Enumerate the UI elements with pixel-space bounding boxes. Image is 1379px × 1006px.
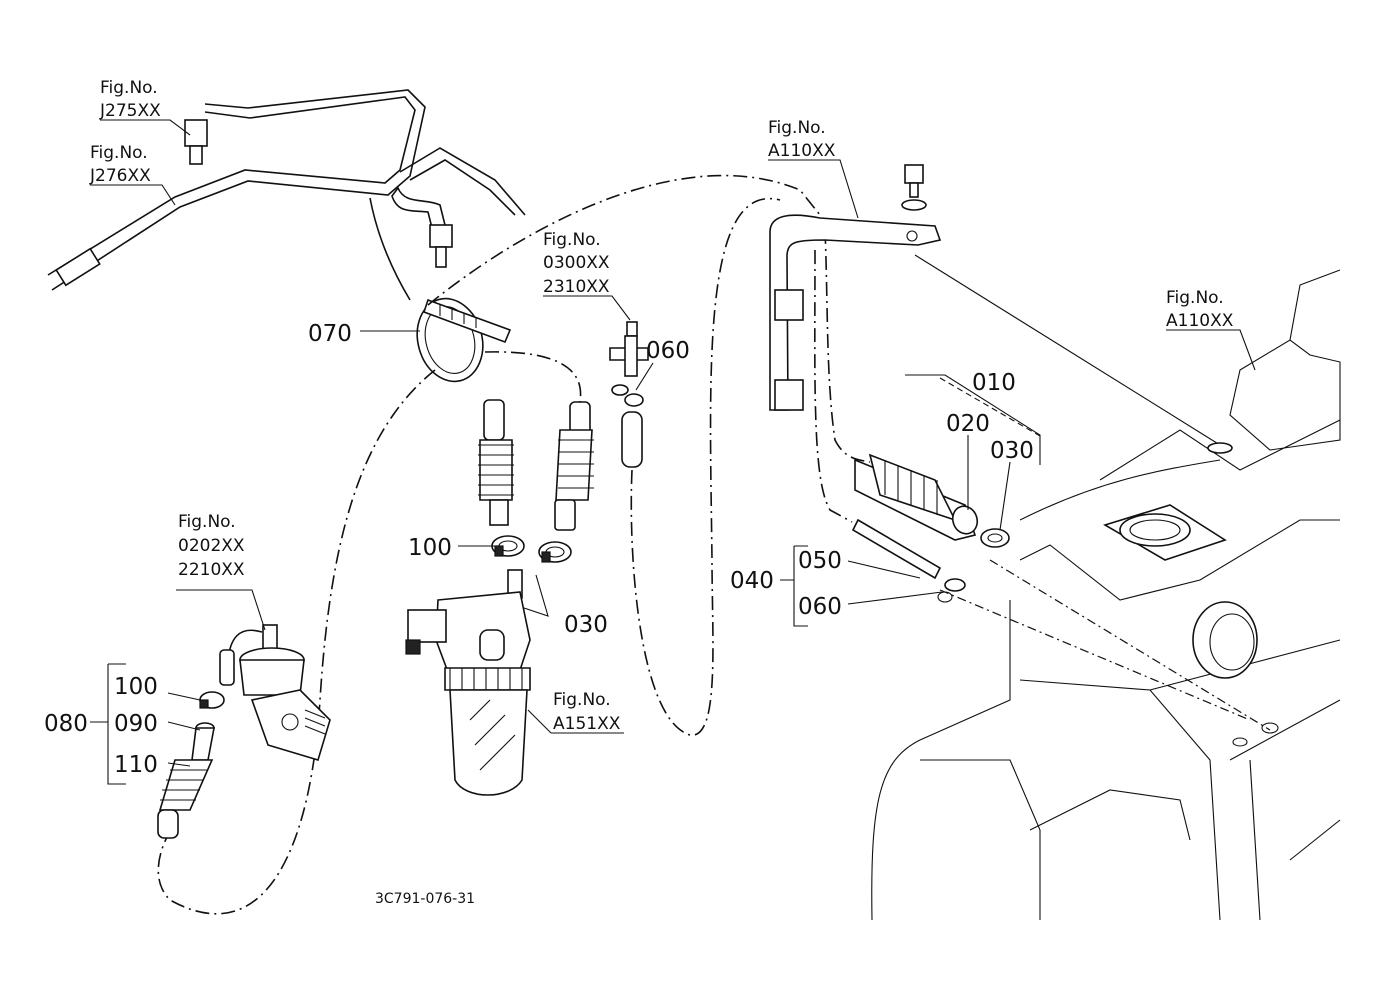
callouts: 010 020 030 030 040 050 060 060 070 080 … xyxy=(44,321,1034,778)
engine-fuel-pipes xyxy=(47,89,526,301)
callout-100-pump: 100 xyxy=(114,674,158,700)
fuel-tank xyxy=(871,269,1341,921)
tee-joint xyxy=(609,321,649,468)
callout-070: 070 xyxy=(308,321,352,347)
callout-050: 050 xyxy=(798,548,842,574)
callout-010: 010 xyxy=(972,370,1016,396)
ref-0202-fig: Fig.No. xyxy=(178,512,236,532)
ref-a151-code: A151XX xyxy=(553,714,621,734)
callout-030-right: 030 xyxy=(990,438,1034,464)
ref-j276-fig: Fig.No. xyxy=(90,143,148,163)
callout-100-filter: 100 xyxy=(408,535,452,561)
ref-0300-code2: 2310XX xyxy=(543,277,610,297)
filter-hoses xyxy=(478,399,594,531)
callout-060-tee: 060 xyxy=(646,338,690,364)
callout-090: 090 xyxy=(114,711,158,737)
callout-020: 020 xyxy=(946,411,990,437)
callout-080: 080 xyxy=(44,711,88,737)
callout-030-filter: 030 xyxy=(564,612,608,638)
figure-references: Fig.No. J275XX Fig.No. J276XX Fig.No. A1… xyxy=(89,78,1234,734)
ref-a110-right-fig: Fig.No. xyxy=(1166,288,1224,308)
fuel-pump xyxy=(219,624,331,761)
ref-j276-code: J276XX xyxy=(89,166,151,186)
callout-040: 040 xyxy=(730,568,774,594)
fuel-hose-routes xyxy=(157,174,1271,915)
callout-060-right: 060 xyxy=(798,594,842,620)
fuel-level-hose-group xyxy=(851,374,1041,603)
ref-a110-right-code: A110XX xyxy=(1166,311,1234,331)
fuel-filter xyxy=(405,569,531,796)
ref-a110-top-code: A110XX xyxy=(768,141,836,161)
leader-lines xyxy=(90,119,1256,785)
ref-0202-code2: 2210XX xyxy=(178,560,245,580)
ref-j275-fig: Fig.No. xyxy=(100,78,158,98)
callout-110: 110 xyxy=(114,752,158,778)
ref-0300-code1: 0300XX xyxy=(543,253,610,273)
drawing-code: 3C791-076-31 xyxy=(375,891,475,907)
mounting-bracket xyxy=(769,164,942,411)
return-hose-assembly xyxy=(157,691,225,839)
ref-0202-code1: 0202XX xyxy=(178,536,245,556)
hose-clamps xyxy=(491,535,572,617)
ref-a151-fig: Fig.No. xyxy=(553,690,611,710)
ref-a110-top-fig: Fig.No. xyxy=(768,118,826,138)
hose-band xyxy=(416,297,512,383)
ref-0300-fig: Fig.No. xyxy=(543,230,601,250)
ref-j275-code: J275XX xyxy=(99,101,161,121)
